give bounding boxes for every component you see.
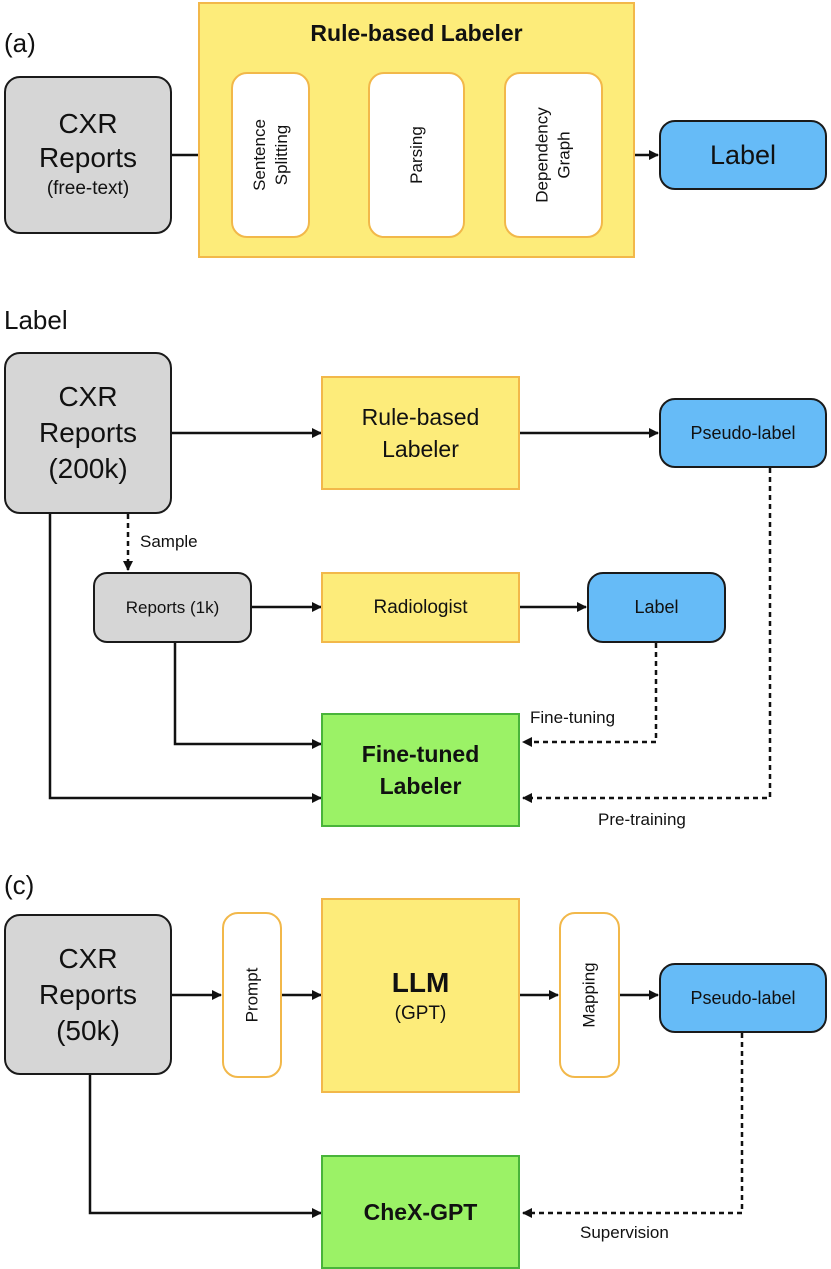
sentence-splitting-line2: Splitting [271,124,291,186]
prompt-label: Prompt [241,967,261,1023]
panel-b-pseudo-label: Pseudo-label [659,398,827,468]
panel-b-reports-box: CXR Reports (200k) [4,352,172,514]
panel-b-reports-line2: Reports [38,417,138,448]
panel-b-rule-line2: Labeler [382,436,459,462]
panel-c-reports-box: CXR Reports (50k) [4,914,172,1075]
llm-line1: LLM [391,966,450,998]
panel-c-pseudo-label: Pseudo-label [659,963,827,1033]
sample-annotation: Sample [140,532,198,551]
sentence-splitting-label: Sentence Splitting [249,119,293,191]
supervision-annotation: Supervision [580,1223,669,1242]
dependency-graph-step: Dependency Graph [504,72,603,238]
chexgpt-box: CheX-GPT [321,1155,520,1269]
panel-b-label-box: Label [587,572,726,643]
llm-box: LLM (GPT) [321,898,520,1093]
finetuned-line2: Labeler [379,773,462,799]
dependency-graph-line1: Dependency [532,107,552,203]
panel-a-label-output: Label [659,120,827,190]
panel-b-rule-labeler: Rule-based Labeler [321,376,520,490]
panel-b-label: Label [4,305,68,335]
finetuned-line1: Fine-tuned [361,741,480,767]
parsing-step: Parsing [368,72,465,238]
prompt-step: Prompt [222,912,282,1078]
mapping-label: Mapping [579,962,599,1028]
reports-1k-box: Reports (1k) [93,572,252,643]
arrow-reports-to-finetuned [48,514,322,803]
finetuned-labeler-box: Fine-tuned Labeler [321,713,520,827]
panel-a-reports-line1: CXR [58,108,118,139]
sentence-splitting-step: Sentence Splitting [231,72,310,238]
panel-a-reports-box: CXR Reports (free-text) [4,76,172,234]
panel-a-reports-line2: Reports [38,142,138,173]
panel-b-rule-line1: Rule-based [361,404,480,430]
panel-c-label: (c) [4,870,35,900]
panel-c-reports-line1: CXR [58,942,118,974]
dependency-graph-label: Dependency Graph [532,107,576,202]
parsing-label: Parsing [406,126,426,184]
radiologist-box: Radiologist [321,572,520,643]
panel-a-reports-line3: (free-text) [46,178,130,199]
rule-based-labeler-title: Rule-based Labeler [310,19,523,46]
panel-b-reports-line3: (200k) [48,453,128,484]
panel-a-label: (a) [4,28,36,58]
sentence-splitting-line1: Sentence [249,119,269,191]
finetuning-annotation: Fine-tuning [530,708,616,727]
arrow-reports-to-chexgpt [88,1075,322,1218]
dependency-graph-line2: Graph [554,131,574,179]
pretraining-annotation: Pre-training [598,810,686,829]
panel-c-reports-line3: (50k) [56,1014,120,1046]
arrow-finetuning [522,643,658,747]
arrow-pretraining [522,468,772,803]
mapping-step: Mapping [559,912,620,1078]
arrow-subset-to-finetuned [173,643,322,749]
arrow-supervision [522,1033,744,1218]
llm-line2: (GPT) [394,1002,447,1024]
panel-b-reports-line1: CXR [58,381,118,412]
panel-c-reports-line2: Reports [38,978,138,1010]
